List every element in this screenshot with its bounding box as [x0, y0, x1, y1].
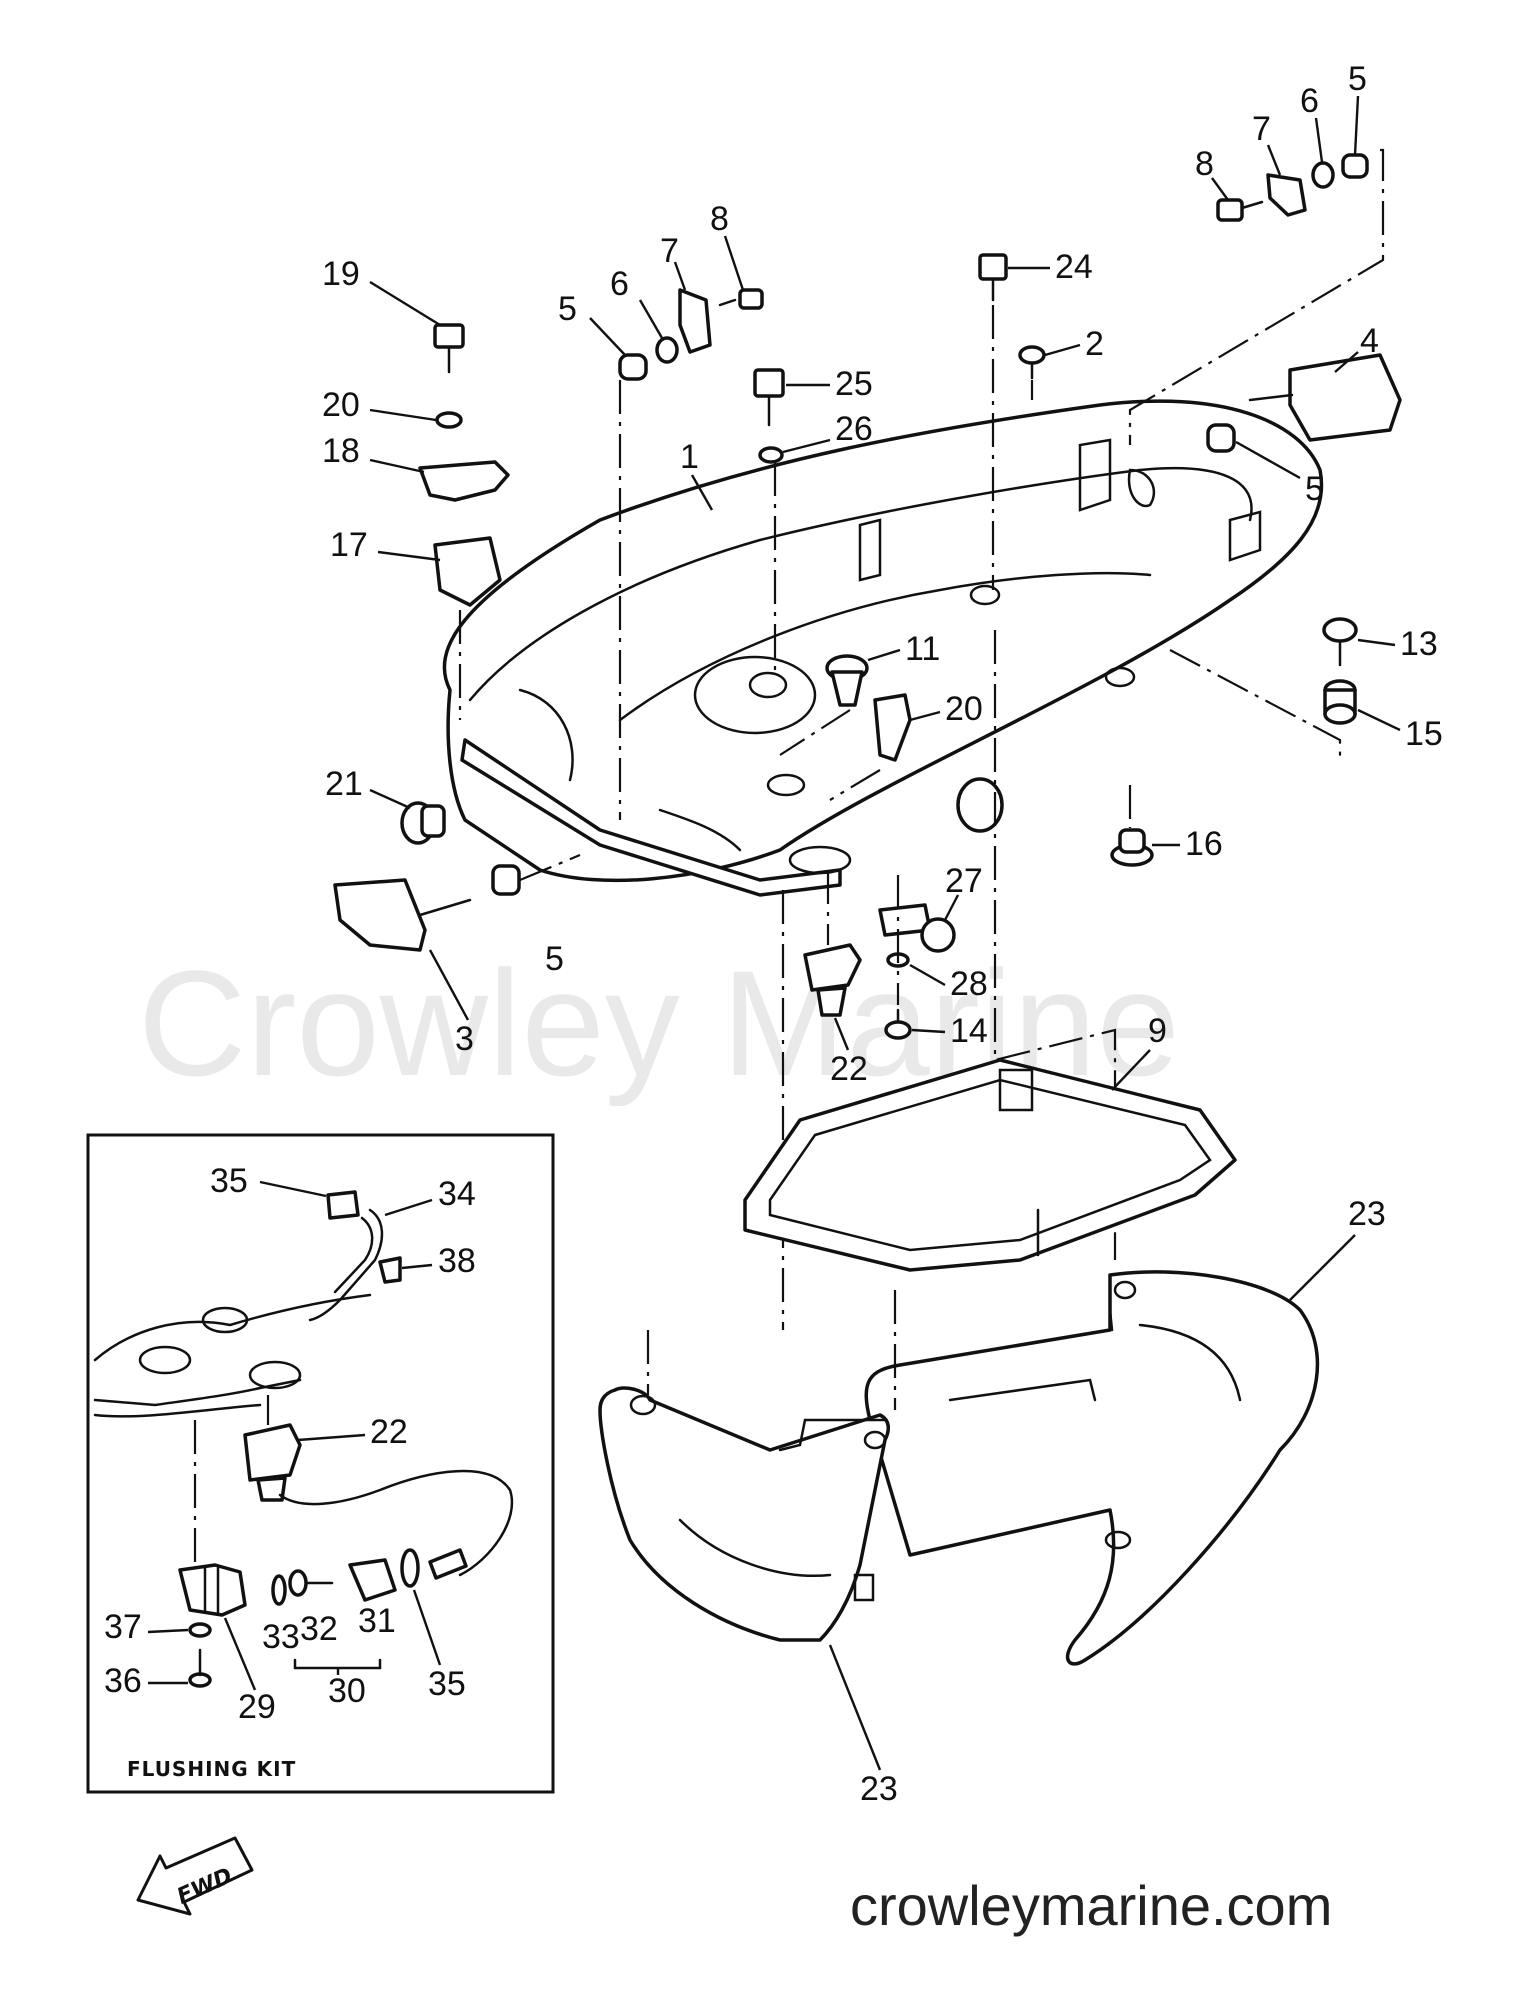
callout-35-bottom: 35 [428, 1665, 466, 1703]
part-20-fitting-kit [243, 1423, 302, 1502]
flushing-kit-inset [86, 1133, 555, 1794]
callout-8a: 8 [710, 200, 729, 238]
callout-5-side: 5 [1305, 470, 1324, 508]
callout-36: 36 [104, 1662, 142, 1700]
part-38-clip [378, 1256, 402, 1284]
inset-title: FLUSHING KIT [127, 1757, 296, 1781]
callout-20-main: 22 [830, 1050, 868, 1088]
part-23-side-cover [598, 1386, 891, 1642]
callout-3: 3 [455, 1020, 474, 1058]
part-22-side-cover [864, 1270, 1320, 1666]
callout-15: 15 [1405, 715, 1443, 753]
part-7-plate-b [1266, 173, 1307, 217]
part-11-rubber [433, 536, 502, 607]
callout-6a: 6 [610, 265, 629, 303]
part-13-bolt [433, 323, 465, 374]
callout-22: 23 [1348, 1195, 1386, 1233]
part-5-grommet-front [491, 864, 521, 896]
part-3-lever [333, 878, 427, 952]
callout-26: 26 [835, 410, 873, 448]
part-35-clamp-b [400, 1548, 420, 1588]
part-33-oring [271, 1574, 287, 1606]
part-21-plug [400, 801, 446, 845]
callout-8b: 8 [1195, 145, 1214, 183]
callout-35-top: 35 [210, 1162, 248, 1200]
callout-11: 17 [330, 526, 368, 564]
callout-1: 1 [680, 438, 699, 476]
callout-2: 2 [1085, 325, 1104, 363]
part-26-washer [758, 446, 784, 464]
callout-27: 27 [945, 862, 983, 900]
callout-20-kit: 22 [370, 1413, 408, 1451]
part-37-washer [188, 1622, 212, 1638]
callout-19: 20 [945, 690, 983, 728]
callout-28: 28 [950, 965, 988, 1003]
part-20-fitting [803, 943, 862, 1017]
part-36-screw [188, 1648, 212, 1688]
part-6-washer-b [1311, 161, 1335, 189]
callout-29: 29 [238, 1688, 276, 1726]
part-25-bolt [753, 368, 785, 427]
part-5-grommet-side [1206, 423, 1236, 453]
part-35-clamp-a [326, 1190, 360, 1220]
callout-21: 21 [325, 765, 363, 803]
callout-7b: 7 [1252, 110, 1271, 148]
part-9-frame [743, 1058, 1237, 1272]
callout-6b: 6 [1300, 82, 1319, 120]
part-32-screw [288, 1569, 334, 1597]
part-8-screw-a [718, 288, 764, 310]
part-18-screw [884, 1008, 912, 1040]
fwd-direction-arrow: FWD [136, 1836, 254, 1916]
part-16-grommet [1110, 828, 1154, 867]
part-17-bolt [1322, 617, 1358, 667]
part-5-grommet-right [1341, 153, 1369, 179]
callout-34: 34 [438, 1175, 476, 1213]
part-7-plate-a [678, 288, 712, 354]
part-8-screw-b [1216, 198, 1264, 222]
callout-38: 38 [438, 1242, 476, 1280]
callout-5-right: 5 [1348, 60, 1367, 98]
callout-18: 14 [950, 1012, 988, 1050]
part-31-cap [348, 1558, 397, 1602]
callout-33: 33 [262, 1618, 300, 1656]
website-text: crowleymarine.com [850, 1874, 1332, 1937]
callout-13: 19 [322, 255, 360, 293]
callout-32: 32 [300, 1610, 338, 1648]
part-15-rubber [1323, 679, 1357, 725]
callout-17: 13 [1400, 625, 1438, 663]
callout-30: 30 [328, 1672, 366, 1710]
part-27-clamp [878, 903, 956, 953]
part-19-clip [873, 693, 912, 762]
part-14-washer [435, 411, 463, 429]
callout-12: 18 [322, 432, 360, 470]
callout-25: 25 [835, 365, 873, 403]
callout-31: 31 [358, 1602, 396, 1640]
callout-4: 4 [1360, 322, 1379, 360]
part-6-washer-a [655, 336, 679, 364]
callout-10: 11 [905, 630, 940, 668]
callout-23: 23 [860, 1770, 898, 1808]
callout-24: 24 [1055, 248, 1093, 286]
part-24-bolt [978, 253, 1008, 302]
callout-7a: 7 [660, 232, 679, 270]
callout-5-top: 5 [558, 290, 577, 328]
callout-14: 20 [322, 386, 360, 424]
part-5-grommet-top [618, 353, 648, 381]
part-29-nipple [178, 1563, 247, 1617]
part-4-lever [1288, 353, 1402, 442]
part-10-drain-plug [825, 654, 869, 707]
callout-37: 37 [104, 1608, 142, 1646]
callout-16: 16 [1185, 825, 1223, 863]
callout-9: 9 [1148, 1012, 1167, 1050]
bottom-cowling [442, 399, 1324, 897]
callout-5-front: 5 [545, 940, 564, 978]
part-2-screw [1018, 345, 1046, 380]
part-12-bracket [418, 460, 510, 502]
